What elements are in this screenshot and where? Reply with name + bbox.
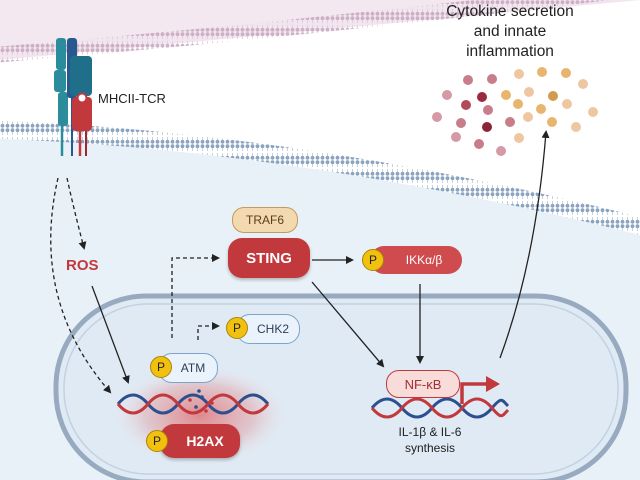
cytokine-label-line3: inflammation [466,43,554,60]
promoter-arrow-head [486,376,500,392]
chk2-phospho-badge: P [226,317,248,339]
arrow-atm-to-sting [171,254,220,338]
sting-node: STING [228,238,310,278]
synthesis-label-line1: IL-1β & IL-6 [398,425,462,439]
upper-cell-membrane [0,0,611,63]
synthesis-label-line2: synthesis [404,441,456,455]
arrow-nucleus-to-cytokines [499,130,550,359]
traf6-node: TRAF6 [232,207,298,233]
arrow-receptor-to-dna [50,177,112,394]
arrows [50,130,550,394]
h2ax-node: H2AX [160,424,240,458]
arrow-ros-to-dna [91,285,130,384]
upper-cell-bg [0,0,640,47]
ikk-node: IKKα/β [370,246,462,274]
receptor-label: MHCII-TCR [98,91,166,106]
cytokine-particles [432,67,598,156]
h2ax-phospho-badge: P [146,430,168,452]
atm-phospho-badge: P [150,356,172,378]
arrow-atm-to-chk2 [197,322,220,340]
synthesis-label: IL-1β & IL-6 synthesis [380,424,480,456]
dna-right [370,397,510,419]
dna-left [116,389,270,415]
ikk-phospho-badge: P [362,249,384,271]
nfkb-node: NF-κB [386,370,460,398]
arrow-sting-to-nfkb [311,281,385,368]
mhcii-tcr-receptor [54,38,92,156]
arrow-receptor-to-ros [66,177,87,250]
cytokine-label-line2: and innate [473,23,547,40]
promoter-arrow [460,382,488,404]
ros-label: ROS [66,257,99,274]
cytokine-label-line1: Cytokine secretion [446,3,574,20]
nucleus-inner-edge [63,303,619,475]
cytokine-label: Cytokine secretion and innate inflammati… [420,2,600,62]
plasma-membrane [0,120,640,235]
